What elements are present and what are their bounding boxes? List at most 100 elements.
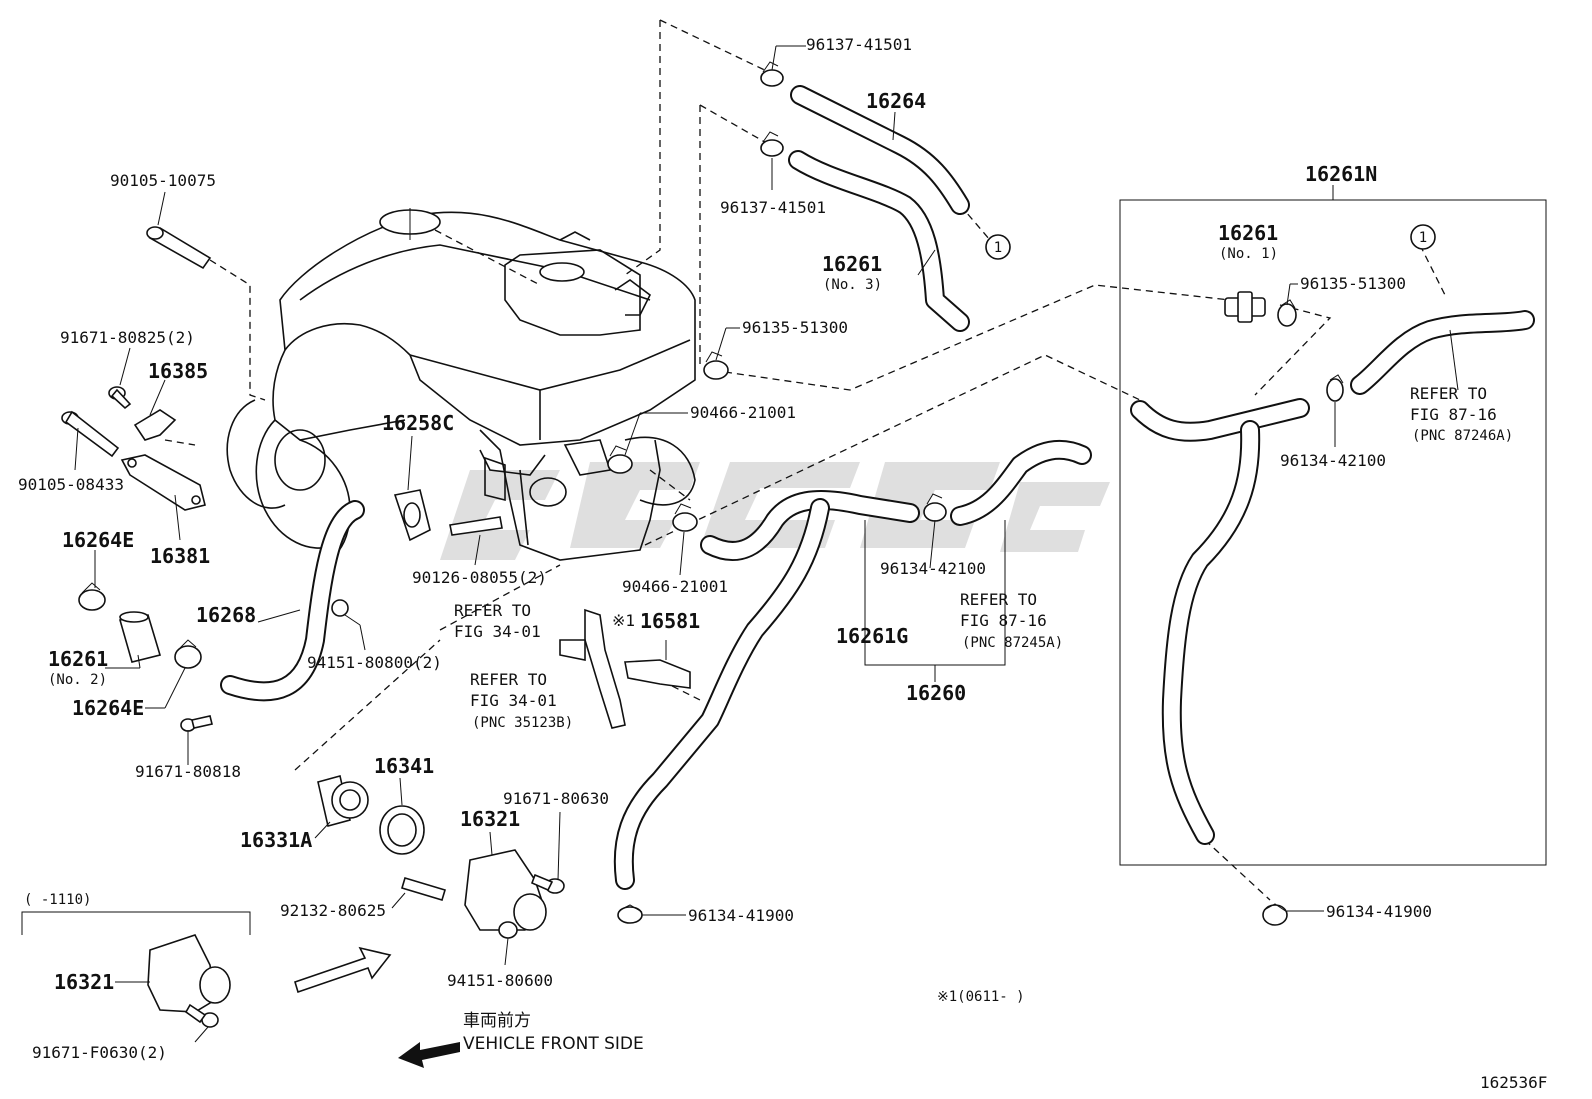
label-16385: 16385 xyxy=(148,359,208,383)
hoses xyxy=(220,85,1535,890)
water-inlet-16321-old xyxy=(147,934,231,1013)
dashed-reference-lines xyxy=(164,19,1446,901)
label-pnc-35123b: (PNC 35123B) xyxy=(472,715,573,731)
label-16261n: 16261N xyxy=(1305,162,1377,186)
group-bracket-16260 xyxy=(864,520,1006,682)
water-inlet-16321-main xyxy=(464,849,547,931)
label-16581: 16581 xyxy=(640,609,700,633)
label-refer-34-01-2b: FIG 34-01 xyxy=(470,691,557,710)
label-16261-no3-sub: (No. 3) xyxy=(823,277,882,293)
label-16261-no1-sub: (No. 1) xyxy=(1219,246,1278,262)
bolt-90105-08433 xyxy=(61,410,120,458)
bolt-90105-10075 xyxy=(146,226,212,270)
label-96135-51300-left: 96135-51300 xyxy=(742,318,848,337)
label-16268: 16268 xyxy=(196,603,256,627)
label-refer-87-16r-b: FIG 87-16 xyxy=(1410,405,1497,424)
nut-94151-80600 xyxy=(498,921,518,939)
label-96135-51300-right: 96135-51300 xyxy=(1300,274,1406,293)
clamp-96135-left xyxy=(703,351,729,380)
clamp-96134-42100-right xyxy=(1326,374,1344,402)
nut-94151-80800 xyxy=(331,599,349,617)
label-refer-34-01-a: REFER TO xyxy=(454,601,531,620)
label-16331a: 16331A xyxy=(240,828,312,852)
bracket-35123b xyxy=(559,608,626,729)
label-96134-41900-right: 96134-41900 xyxy=(1326,902,1432,921)
clamp-16264e-top xyxy=(78,582,106,611)
label-96134-41900-mid: 96134-41900 xyxy=(688,906,794,925)
label-16341: 16341 xyxy=(374,754,434,778)
label-refer-87-16-b: FIG 87-16 xyxy=(960,611,1047,630)
label-front-jp: 車両前方 xyxy=(463,1011,531,1031)
svg-text:1: 1 xyxy=(994,240,1002,256)
label-16321-main: 16321 xyxy=(460,807,520,831)
label-16261-no1: 16261 xyxy=(1218,221,1278,245)
label-figure-code: 162536F xyxy=(1480,1073,1547,1092)
label-90466-21001-bot: 90466-21001 xyxy=(622,577,728,596)
label-16264e-top: 16264E xyxy=(62,528,134,552)
clamp-96137-mid xyxy=(760,131,784,157)
label-refer-87-16r-a: REFER TO xyxy=(1410,384,1487,403)
label-front-en: VEHICLE FRONT SIDE xyxy=(463,1034,644,1054)
clamp-96134-41900-mid xyxy=(617,904,643,924)
gasket-16341 xyxy=(379,805,425,855)
label-16260: 16260 xyxy=(906,681,966,705)
label-16258c: 16258C xyxy=(382,411,454,435)
label-96137-41501-mid: 96137-41501 xyxy=(720,198,826,217)
label-ast1: ※1 xyxy=(612,611,635,630)
callout-leaders xyxy=(74,45,1459,1043)
label-16261-no3: 16261 xyxy=(822,252,882,276)
bolt-91671-f0630 xyxy=(184,1003,219,1028)
label-16261-no2: 16261 xyxy=(48,647,108,671)
label-96137-41501-top: 96137-41501 xyxy=(806,35,912,54)
clamp-16264e-bot xyxy=(174,639,202,669)
label-16321-old: 16321 xyxy=(54,970,114,994)
connector-16261-no1 xyxy=(1224,291,1266,323)
label-90126-08055: 90126-08055(2) xyxy=(412,568,547,587)
label-pnc-87246a: (PNC 87246A) xyxy=(1412,428,1513,444)
bracket-16581 xyxy=(624,659,691,689)
bolt-91671-80630 xyxy=(530,873,565,894)
label-16261-no2-sub: (No. 2) xyxy=(48,672,107,688)
label-91671-80630: 91671-80630 xyxy=(503,789,609,808)
label-16381: 16381 xyxy=(150,544,210,568)
label-90466-21001-top: 90466-21001 xyxy=(690,403,796,422)
gasket-16258c xyxy=(393,489,431,542)
label-refer-87-16-a: REFER TO xyxy=(960,590,1037,609)
variant-bracket-1110 xyxy=(21,911,251,935)
label-96134-42100-right: 96134-42100 xyxy=(1280,451,1386,470)
label-91671-80818: 91671-80818 xyxy=(135,762,241,781)
hose-16261-no2 xyxy=(118,611,162,663)
label-94151-80800: 94151-80800(2) xyxy=(307,653,442,672)
label-16264e-bot: 16264E xyxy=(72,696,144,720)
front-arrow-icon xyxy=(398,1042,460,1068)
label-94151-80600: 94151-80600 xyxy=(447,971,553,990)
clamp-96137-top xyxy=(760,61,784,87)
label-90105-10075: 90105-10075 xyxy=(110,171,216,190)
label-refer-34-01-b: FIG 34-01 xyxy=(454,622,541,641)
label-96134-42100-mid: 96134-42100 xyxy=(880,559,986,578)
label-range-1110: ( -1110) xyxy=(24,892,91,908)
stud-92132 xyxy=(401,877,446,901)
label-92132-80625: 92132-80625 xyxy=(280,901,386,920)
thermostat-16331a xyxy=(317,775,369,827)
label-90105-08433: 90105-08433 xyxy=(18,475,124,494)
watermark-logo xyxy=(440,462,1110,560)
bolt-91671-80818 xyxy=(180,715,213,732)
circle-marker-1-right: 1 xyxy=(1410,224,1436,250)
direction-arrow-icon xyxy=(294,946,392,994)
bracket-16381 xyxy=(120,454,206,511)
label-91671-80825: 91671-80825(2) xyxy=(60,328,195,347)
bolt-91671-80825 xyxy=(108,386,132,410)
assembly-box-16261n xyxy=(1119,185,1547,866)
label-ast1-range: ※1(0611- ) xyxy=(937,989,1025,1005)
stud-90126 xyxy=(449,516,503,536)
label-16264: 16264 xyxy=(866,89,926,113)
bracket-16385 xyxy=(133,409,177,441)
circle-marker-1-left: 1 xyxy=(985,234,1011,260)
label-16261g: 16261G xyxy=(836,624,908,648)
label-pnc-87245a: (PNC 87245A) xyxy=(962,635,1063,651)
clamp-90466-bot xyxy=(672,503,698,532)
svg-text:1: 1 xyxy=(1419,230,1427,246)
clamp-90466-top xyxy=(607,445,633,474)
